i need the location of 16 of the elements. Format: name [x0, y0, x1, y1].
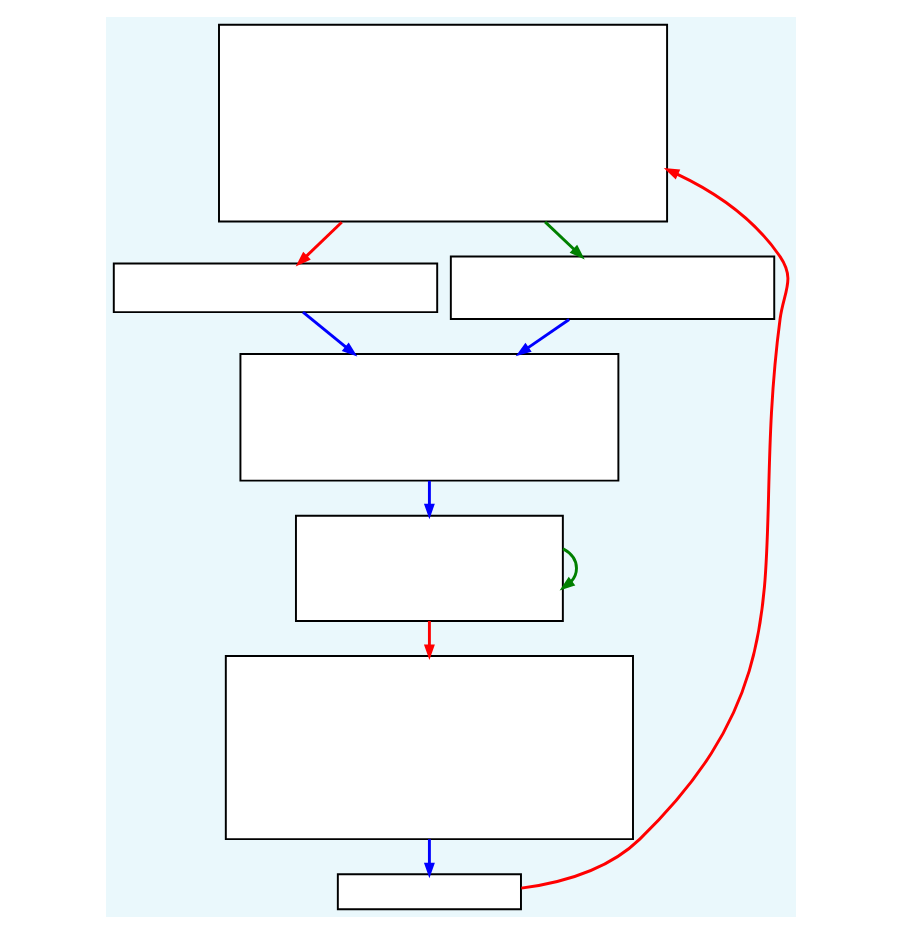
node-box: [218, 23, 669, 223]
arrow: [515, 318, 570, 357]
arrow: [559, 547, 578, 591]
arrow: [423, 480, 435, 520]
arrow: [544, 220, 585, 260]
node-box: [294, 514, 564, 622]
node-box: [239, 353, 620, 482]
arrow: [423, 620, 435, 661]
node-box: [336, 873, 522, 911]
node-box: [224, 655, 634, 841]
arrow: [423, 839, 435, 879]
arrow: [302, 311, 358, 357]
arrow: [295, 221, 343, 267]
node-box: [449, 255, 776, 320]
arrow: [521, 168, 790, 890]
node-box: [112, 262, 439, 314]
